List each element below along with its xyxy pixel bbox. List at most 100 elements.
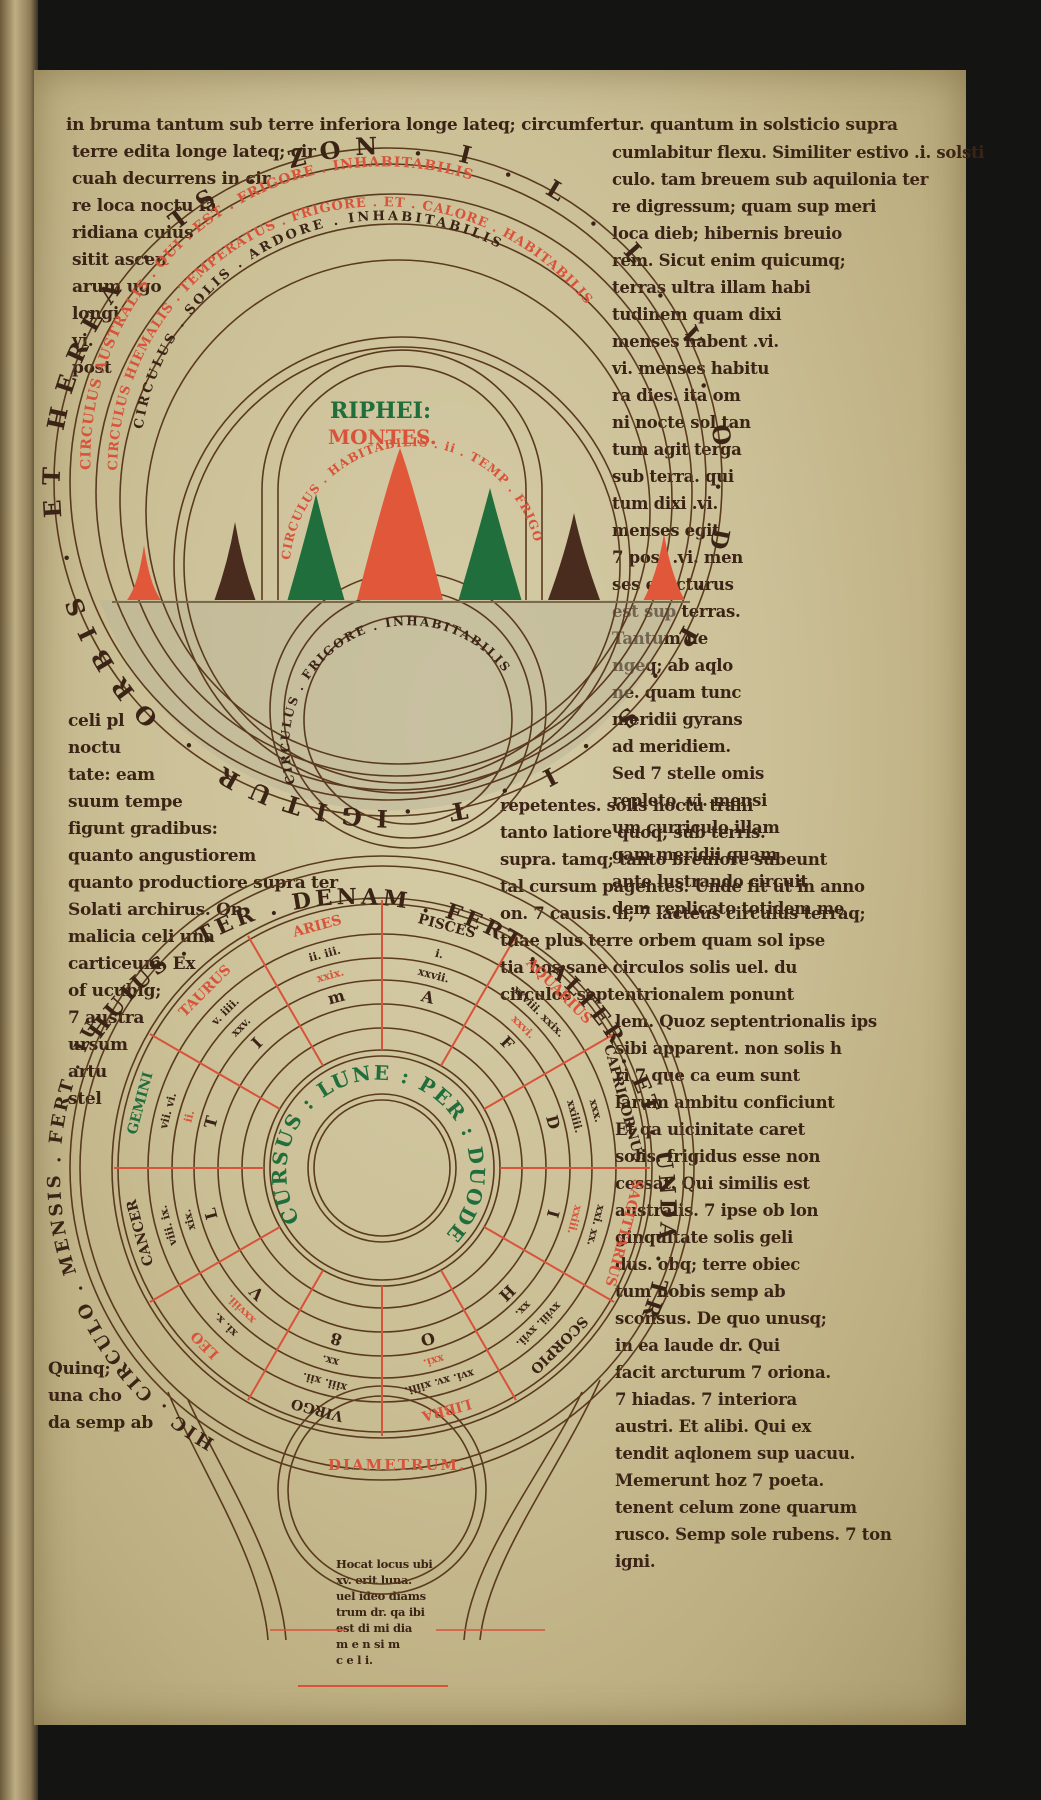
text-line: rem. Sicut enim quicumq; <box>612 251 846 270</box>
mountain-brown <box>214 522 256 600</box>
habitable-circle <box>173 336 631 794</box>
text-line: figunt gradibus: <box>68 819 218 839</box>
text-line: ri 7 que ca eum sunt <box>615 1066 800 1085</box>
text-line: ridiana cuius <box>72 223 194 243</box>
zodiac-letter: m <box>326 986 347 1009</box>
sector-line <box>440 935 517 1067</box>
text-line: tudinem quam dixi <box>612 305 782 324</box>
text-line: Sed 7 stelle omis <box>612 764 765 783</box>
text-line: est di mi dia <box>336 1621 413 1635</box>
text-line: of ucubig; <box>68 981 162 1001</box>
text-line: 7 hiadas. 7 interiora <box>615 1390 797 1409</box>
manuscript-page <box>34 70 966 1725</box>
southern-hemisphere-shade <box>100 600 680 811</box>
text-line: Tantum ue <box>612 629 709 648</box>
zodiac-ring <box>313 1099 451 1237</box>
mountain-red <box>357 448 443 600</box>
mountain-green <box>287 494 345 600</box>
zodiac-letter: I <box>543 1208 563 1220</box>
zodiac-letter: D <box>542 1113 564 1131</box>
mountain-red <box>643 534 685 600</box>
zodiac-sector-lines <box>114 900 650 1436</box>
text-line: repetentes. solis noctu trahi <box>500 796 754 815</box>
text-line: Quinq; <box>48 1359 111 1379</box>
text-line: tendit aqlonem sup uacuu. <box>615 1444 856 1463</box>
text-line: circulos septentrionalem ponunt <box>500 985 794 1004</box>
text-line: vi. menses habitu <box>612 359 770 378</box>
text-line: noctu <box>68 738 121 758</box>
text-line: quanto angustiorem <box>68 846 256 866</box>
text-line: celi pl <box>68 711 125 731</box>
text-line: ad meridiem. <box>612 737 731 756</box>
text-line: est sup terras. <box>612 602 741 621</box>
text-line: in bruma tantum sub terre inferiora long… <box>66 115 898 135</box>
text-line: tate: eam <box>68 765 155 785</box>
upper-diagram-zones <box>53 147 723 849</box>
text-line: ginquitate solis geli <box>615 1228 793 1247</box>
text-line: Hocat locus ubi <box>336 1557 433 1571</box>
frigid-circle-inner <box>303 615 513 825</box>
sector-line <box>483 1033 615 1110</box>
outer-ring-inner <box>69 163 707 801</box>
text-line: tia hos sane circulos solis uel. du <box>500 958 798 977</box>
zodiac-letter: L <box>200 1206 221 1222</box>
text-line: lem. Quoz septentrionalis ips <box>615 1012 877 1031</box>
text-line: re digressum; quam sup meri <box>612 197 877 216</box>
sector-line <box>247 1269 324 1401</box>
text-line: terras ultra illam habi <box>612 278 811 297</box>
zodiac-ring <box>307 1093 457 1243</box>
riphean-arc-inner <box>277 365 527 600</box>
zodiac-letter: H <box>495 1281 519 1305</box>
text-line: da semp ab <box>48 1413 153 1433</box>
zodiac-letter: A <box>418 986 436 1008</box>
top-text-line: in bruma tantum sub terre inferiora long… <box>66 112 898 139</box>
text-line: facit arcturum 7 oriona. <box>615 1363 831 1382</box>
text-line: australis. 7 ipse ob lon <box>615 1201 819 1220</box>
zodiac-letter: O <box>419 1328 437 1350</box>
lower-diagram: CAPRICORNUSAQUARIUSPISCESARIESTAURUSGEMI… <box>0 0 695 1687</box>
zodiac-ring <box>111 897 653 1439</box>
text-line: culo. tam breuem sub aquilonia ter <box>612 170 929 189</box>
zodiac-sign-aries: ARIES <box>290 912 343 941</box>
text-line: longi <box>72 304 120 324</box>
stem-right-inner <box>463 1391 583 1641</box>
zodiac-letter: 8 <box>328 1328 344 1349</box>
text-line: meridii gyrans <box>612 710 743 729</box>
text-line: cessat. Qui similis est <box>615 1174 810 1193</box>
outer-ring <box>53 147 723 817</box>
zodiac-letter: I <box>247 1033 266 1052</box>
text-line: cuah decurrens in cir <box>72 169 271 189</box>
zone-ring <box>95 193 693 791</box>
montes-label: MONTES. <box>328 425 437 449</box>
age-numeral: xx. <box>320 1352 340 1369</box>
text-line: igni. <box>615 1552 656 1571</box>
zodiac-sign-libra: LIBRA <box>419 1395 473 1424</box>
text-line: tal cursum pagentes. Unde fit ut in anno <box>500 877 865 896</box>
sector-line <box>149 1226 281 1303</box>
zone-ring <box>119 223 673 777</box>
sector-line <box>149 1033 281 1110</box>
zodiac-ring <box>69 855 695 1481</box>
age-numeral: xxix. <box>315 965 345 985</box>
riphean-arc <box>261 349 543 600</box>
text-line: menses egit. <box>612 521 725 540</box>
text-line: repleto .vi. mensi <box>612 791 768 810</box>
text-line: m e n si m <box>336 1637 400 1651</box>
text-line: solis. frigidus esse non <box>615 1147 821 1166</box>
text-line: dus. obq; terre obiec <box>615 1255 801 1274</box>
text-line: Memerunt hoz 7 poeta. <box>615 1471 824 1490</box>
mountain-brown <box>548 513 600 600</box>
text-line: rusco. Semp sole rubens. 7 ton <box>615 1525 892 1544</box>
age-numeral: ii. <box>181 1109 197 1124</box>
text-line: austri. Et alibi. Qui ex <box>615 1417 812 1436</box>
day-numeral: ii. iii. <box>307 944 342 965</box>
diametrum-label: DIAMETRUM. <box>328 1456 466 1474</box>
text-line: in ea laude dr. Qui <box>615 1336 780 1355</box>
text-line: tenent celum zone quarum <box>615 1498 857 1517</box>
adjacent-page-edge <box>0 0 38 1800</box>
